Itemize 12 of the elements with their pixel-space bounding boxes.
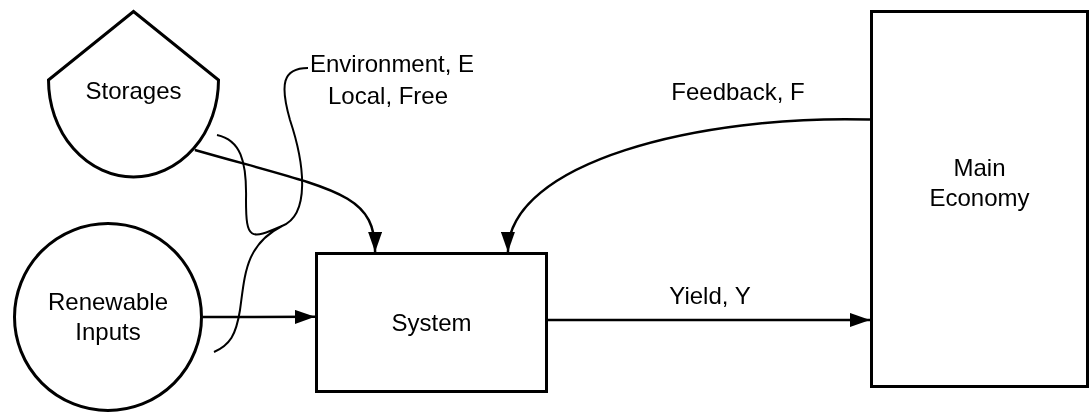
environment-label: Environment, E — [310, 50, 475, 78]
process-box — [315, 252, 548, 393]
node-label: Storages — [85, 76, 182, 106]
node-label: Main Economy — [928, 153, 1031, 213]
node-label: Renewable Inputs — [46, 287, 170, 347]
process-box — [870, 10, 1089, 388]
arrow — [548, 312, 870, 327]
arrow — [504, 118, 870, 253]
node-label: System — [391, 307, 472, 338]
arrow — [194, 148, 381, 253]
environment-label: Local, Free — [328, 82, 449, 110]
arrow — [203, 309, 315, 324]
